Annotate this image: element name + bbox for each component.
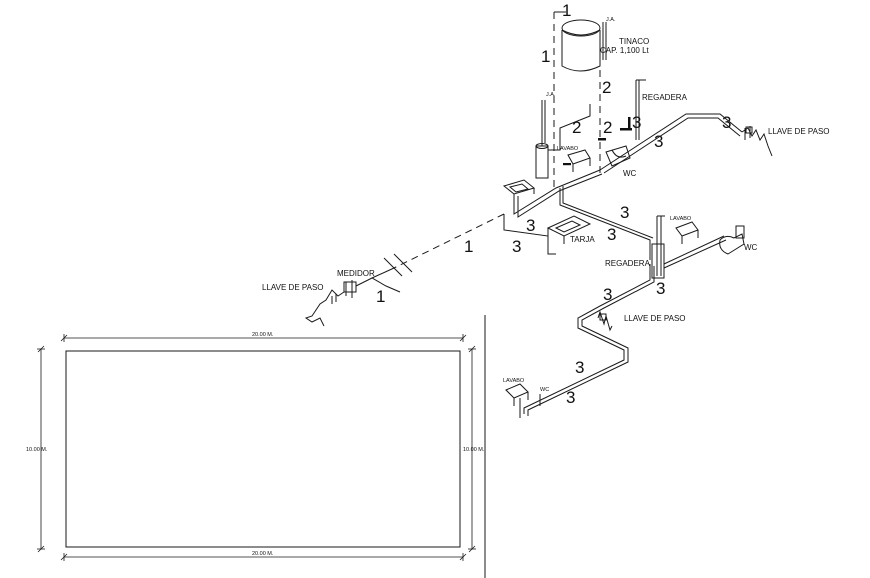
pipe-number: 2 <box>602 78 611 97</box>
lower-bathroom: LAVABO WC <box>503 378 549 418</box>
air-vent-mid-label: J.A. <box>546 92 556 98</box>
pipe-number: 1 <box>541 47 550 66</box>
valve-lower-label: LLAVE DE PASO <box>624 314 686 323</box>
dimension-right-label: 10.00 M. <box>463 447 485 453</box>
pipe-number: 3 <box>632 113 641 132</box>
pipe-number: 3 <box>526 216 535 235</box>
shower-mid-label: REGADERA <box>605 259 651 268</box>
lavabo-mid-label: LAVABO <box>670 216 692 222</box>
wc-mid-label: WC <box>744 243 758 252</box>
supply-pipe-upper <box>599 113 743 171</box>
valve-right-label: LLAVE DE PASO <box>768 127 830 136</box>
main-line <box>393 213 505 269</box>
pipe-number: 3 <box>512 237 521 256</box>
dimension-top-label: 20.00 M. <box>252 332 274 338</box>
air-vent-top-label: J.A. <box>606 17 616 23</box>
upper-bathroom: LAVABO WC REGADERA 3 3 <box>557 79 688 178</box>
pipe-number: 3 <box>654 132 663 151</box>
lavabo-bottom-label: LAVABO <box>503 378 525 384</box>
water-tank: TINACO CAP. 1,100 Lt J.A. <box>561 17 650 72</box>
lot-outline <box>65 350 461 548</box>
pipe-number: 3 <box>656 279 665 298</box>
wc-top-label: WC <box>623 169 637 178</box>
valve-lower: LLAVE DE PASO <box>597 310 686 332</box>
dimension-bottom-label: 20.00 M. <box>252 551 274 557</box>
site-plan: 20.00 M. 20.00 M. 10.00 M. 10.00 M. <box>26 315 486 578</box>
pipe-number: 3 <box>607 225 616 244</box>
shower-top-label: REGADERA <box>642 93 688 102</box>
pipe-number: 2 <box>572 118 581 137</box>
supply-pipe-lower <box>523 264 651 414</box>
middle-bathroom: REGADERA LAVABO WC <box>605 215 758 279</box>
tank-capacity: CAP. 1,100 Lt <box>600 46 650 55</box>
valve-left-label: LLAVE DE PASO <box>262 283 324 292</box>
water-heater: J.A. <box>535 92 591 179</box>
pipe-number: 2 <box>603 118 612 137</box>
meter-label: MEDIDOR <box>337 269 375 278</box>
sink-label: TARJA <box>570 235 595 244</box>
water-meter: MEDIDOR <box>337 267 401 298</box>
pipe-number: 3 <box>603 285 612 304</box>
pipe-number: 3 <box>566 388 575 407</box>
lavabo-top-label: LAVABO <box>557 146 579 152</box>
pipe-number: 1 <box>464 237 473 256</box>
pipe-number: 1 <box>562 1 571 20</box>
pipe-number: 1 <box>376 287 385 306</box>
valve-right: LLAVE DE PASO <box>741 126 830 157</box>
kitchen: TARJA 3 3 3 3 <box>502 169 654 260</box>
dimension-left-label: 10.00 M. <box>26 447 48 453</box>
valve-left: LLAVE DE PASO <box>262 283 345 327</box>
wc-bottom-label: WC <box>540 387 549 393</box>
tank-label: TINACO <box>619 37 649 46</box>
pipe-number: 3 <box>620 203 629 222</box>
pipe-number: 3 <box>722 113 731 132</box>
pipe-number: 3 <box>575 358 584 377</box>
kitchen-pipe <box>513 169 601 215</box>
